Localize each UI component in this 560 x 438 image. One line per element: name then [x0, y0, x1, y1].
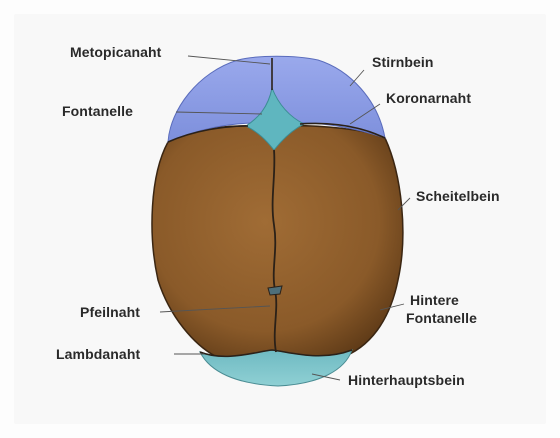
label-hintere-fontanelle: Fontanelle [406, 310, 477, 327]
parietal-bones [152, 126, 403, 366]
posterior-fontanelle [268, 286, 282, 295]
label-scheitelbein: Scheitelbein [416, 188, 500, 205]
label-stirnbein: Stirnbein [372, 54, 434, 71]
label-koronarnaht: Koronarnaht [386, 90, 471, 107]
label-lambdanaht: Lambdanaht [56, 346, 140, 363]
label-metopicanaht: Metopicanaht [70, 44, 161, 61]
label-hinterhauptsbein: Hinterhauptsbein [348, 372, 465, 389]
label-fontanelle: Fontanelle [62, 103, 133, 120]
label-pfeilnaht: Pfeilnaht [80, 304, 140, 321]
label-hintere: Hintere [410, 292, 459, 309]
